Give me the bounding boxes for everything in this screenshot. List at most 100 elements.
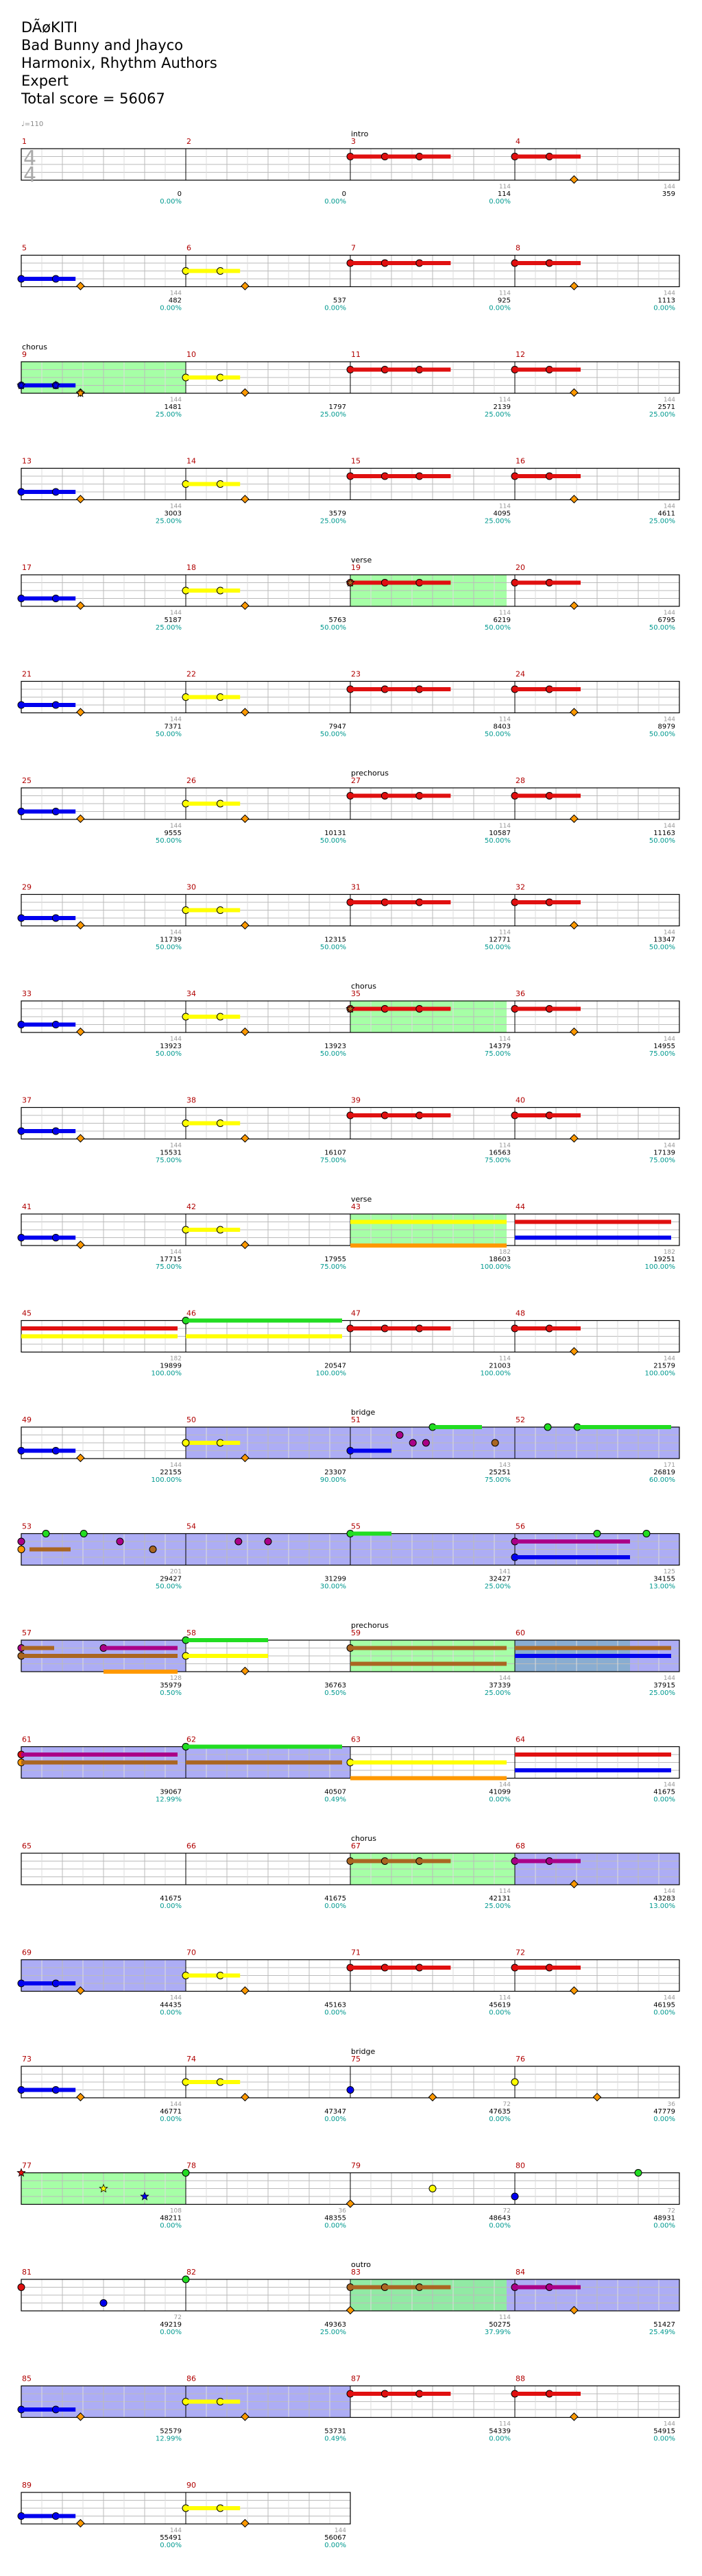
measure-note-score: 72: [503, 2208, 511, 2215]
cumulative-score: 16107: [324, 1150, 346, 1157]
staff-border: [21, 680, 680, 714]
cumulative-score: 49219: [160, 2321, 182, 2329]
cumulative-score: 6219: [494, 617, 511, 624]
cumulative-score: 114: [498, 190, 511, 198]
cumulative-score: 11163: [653, 830, 675, 837]
cumulative-score: 21003: [489, 1363, 511, 1370]
cumulative-score: 54915: [653, 2428, 675, 2436]
measure-number: 36: [516, 989, 525, 998]
star-meter-percent: 25.00%: [485, 1689, 511, 1697]
measure-number: 81: [22, 2268, 32, 2277]
cumulative-score: 925: [498, 297, 511, 305]
green-note: [182, 2169, 190, 2177]
cumulative-score: 15531: [160, 1150, 182, 1157]
star-note: [51, 380, 61, 390]
cumulative-score: 46195: [653, 2002, 675, 2009]
measure-note-score: 114: [499, 290, 511, 297]
measure-note-score: 114: [499, 397, 511, 404]
measure-note-score: 144: [170, 930, 182, 937]
star-meter-percent: 50.00%: [320, 837, 346, 845]
star-meter-percent: 100.00%: [316, 1370, 347, 1378]
measure-number: 44: [516, 1202, 525, 1211]
measure-number: 2: [186, 137, 191, 146]
cumulative-score: 55491: [160, 2534, 182, 2542]
star-meter-percent: 75.00%: [320, 1263, 346, 1271]
measure-note-score: 114: [499, 2314, 511, 2321]
total-score: Total score = 56067: [21, 90, 165, 107]
cumulative-score: 20547: [324, 1363, 346, 1370]
star-meter-percent: 0.00%: [324, 2009, 346, 2017]
star-meter-percent: 12.99%: [156, 2436, 182, 2443]
measure-number: 58: [186, 1628, 196, 1637]
measure-number: 79: [351, 2162, 361, 2170]
measure-number: 31: [351, 883, 361, 892]
kick-note: [241, 1453, 250, 1463]
star-meter-percent: 75.00%: [649, 1157, 675, 1165]
measure-number: 13: [22, 457, 32, 466]
star-note: [16, 2168, 26, 2177]
kick-note: [76, 2092, 85, 2102]
star-note: [346, 578, 355, 587]
star-meter-percent: 50.00%: [320, 944, 346, 952]
kick-note: [570, 1347, 579, 1356]
star-meter-percent: 0.00%: [324, 2222, 346, 2230]
measure-number: 27: [351, 776, 361, 785]
kick-note: [241, 282, 250, 290]
measure-number: 83: [351, 2268, 361, 2277]
star-meter-percent: 50.00%: [649, 731, 675, 739]
star-meter-percent: 50.00%: [649, 624, 675, 632]
staff-border: [21, 467, 680, 501]
kick-note: [76, 2518, 85, 2528]
measure-number: 47: [351, 1309, 361, 1318]
section-label: bridge: [351, 2047, 376, 2056]
kick-note: [570, 601, 579, 610]
time-signature-top: 4: [23, 147, 36, 171]
measure-number: 73: [22, 2055, 32, 2064]
measure-number: 50: [186, 1415, 196, 1424]
staff-border: [21, 1853, 680, 1885]
star-meter-percent: 50.00%: [485, 837, 511, 845]
measure-number: 63: [351, 1735, 361, 1744]
measure-note-score: 114: [499, 610, 511, 617]
kick-note: [570, 282, 579, 290]
star-meter-percent: 37.99%: [485, 2329, 511, 2336]
star-meter-percent: 0.00%: [160, 1903, 182, 1910]
cumulative-score: 48355: [324, 2215, 346, 2222]
measure-number: 68: [516, 1842, 525, 1850]
star-meter-percent: 25.00%: [485, 1903, 511, 1910]
measure-number: 88: [516, 2375, 525, 2383]
measure-number: 84: [516, 2268, 525, 2277]
kick-note: [570, 175, 579, 184]
measure-note-score: 171: [664, 1462, 675, 1469]
measure-note-score: 144: [170, 717, 182, 723]
measure-note-score: 72: [668, 2208, 675, 2215]
star-meter-percent: 75.00%: [485, 1476, 511, 1484]
measure-note-score: 36: [668, 2101, 676, 2108]
star-meter-percent: 0.00%: [653, 2009, 675, 2017]
purple-note: [116, 1537, 124, 1546]
measure-note-score: 144: [170, 397, 182, 404]
measure-note-score: 144: [499, 1675, 511, 1682]
star-meter-percent: 25.00%: [649, 1689, 675, 1697]
measure-note-score: 144: [170, 2101, 182, 2108]
star-meter-percent: 0.00%: [324, 1903, 346, 1910]
measure-number: 18: [186, 563, 196, 572]
kick-note: [241, 1666, 250, 1676]
chart-authors: Harmonix, Rhythm Authors: [21, 55, 217, 71]
cumulative-score: 41675: [160, 1895, 182, 1903]
star-meter-percent: 100.00%: [481, 1263, 511, 1271]
star-note: [16, 380, 26, 390]
cumulative-score: 14379: [489, 1043, 511, 1050]
cumulative-score: 46771: [160, 2108, 182, 2116]
cumulative-score: 36763: [324, 1682, 346, 1689]
brown-note: [149, 1546, 157, 1553]
measure-note-score: 144: [170, 823, 182, 830]
purple-note: [396, 1431, 404, 1439]
cumulative-score: 0: [342, 190, 346, 198]
kick-note: [241, 1240, 250, 1250]
measure-note-score: 114: [499, 504, 511, 510]
kick-note: [570, 708, 579, 717]
measure-note-score: 144: [664, 504, 675, 510]
kick-note: [241, 1027, 250, 1037]
kick-note: [76, 282, 85, 290]
